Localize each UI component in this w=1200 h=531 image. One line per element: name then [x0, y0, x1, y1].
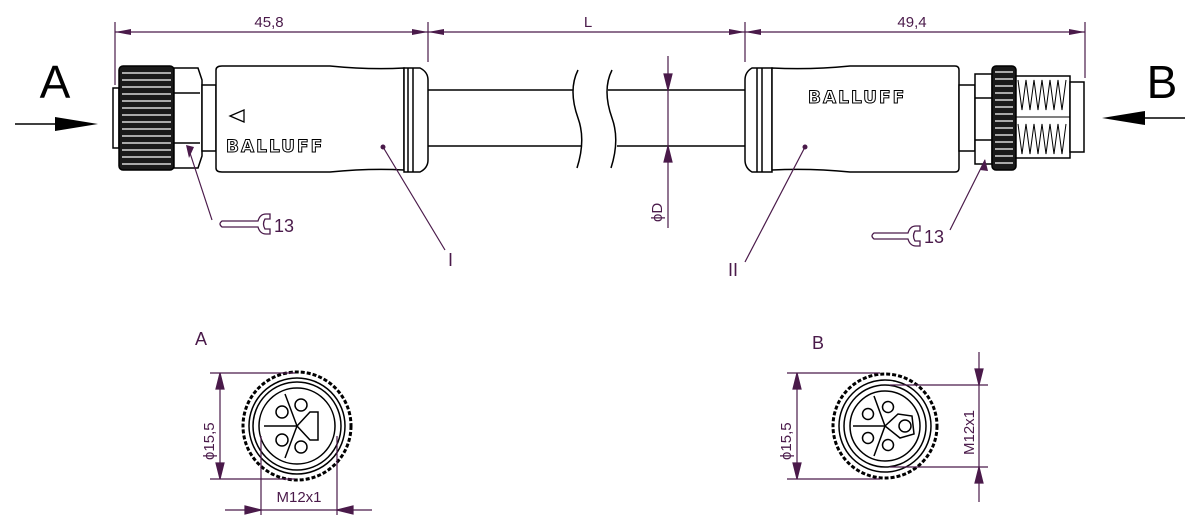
- brand-logo-right: BALLUFF: [808, 88, 906, 108]
- callout-label-ii: II: [728, 260, 738, 280]
- wrench-size-left: 13: [274, 216, 294, 236]
- end-view-a-label: A: [195, 329, 207, 349]
- end-view-b-dimensions: [787, 352, 988, 502]
- dim-left-length: 45,8: [254, 14, 283, 31]
- dim-cable-length: L: [584, 14, 592, 31]
- side-label-b: B: [1147, 56, 1178, 108]
- brand-logo-left: BALLUFF: [226, 137, 324, 157]
- end-view-b-diameter: ϕ15,5: [778, 422, 795, 460]
- thread-pattern: [1016, 79, 1070, 155]
- break-line-icon: [606, 69, 617, 169]
- knurl-pattern-right: [995, 71, 1013, 164]
- top-dimensions: [114, 22, 1086, 85]
- cable: [428, 69, 745, 169]
- arrow-right-icon: [15, 117, 98, 131]
- end-view-a-dimensions: [210, 372, 372, 515]
- orientation-triangle-icon: [228, 109, 245, 123]
- diameter-dimension: [663, 56, 673, 228]
- wrench-icon: [219, 213, 271, 235]
- left-connector: [112, 65, 429, 173]
- break-line-icon: [572, 69, 583, 169]
- end-view-a-diameter: ϕ15,5: [201, 422, 218, 460]
- right-connector: [744, 65, 1085, 173]
- dim-diameter-d: ϕD: [649, 203, 666, 222]
- arrow-left-icon: [1102, 111, 1185, 125]
- end-view-a-thread: M12x1: [276, 489, 321, 506]
- wrench-icon: [871, 225, 921, 247]
- end-view-b-thread: M12x1: [961, 410, 978, 455]
- wrench-size-right: 13: [924, 227, 944, 247]
- end-view-b-label: B: [812, 333, 824, 353]
- callout-leaders: [188, 146, 986, 263]
- end-view-b: [831, 372, 939, 480]
- callout-label-i: I: [448, 250, 453, 270]
- end-view-a: [241, 370, 353, 482]
- side-label-a: A: [40, 56, 71, 108]
- dim-right-length: 49,4: [897, 14, 926, 31]
